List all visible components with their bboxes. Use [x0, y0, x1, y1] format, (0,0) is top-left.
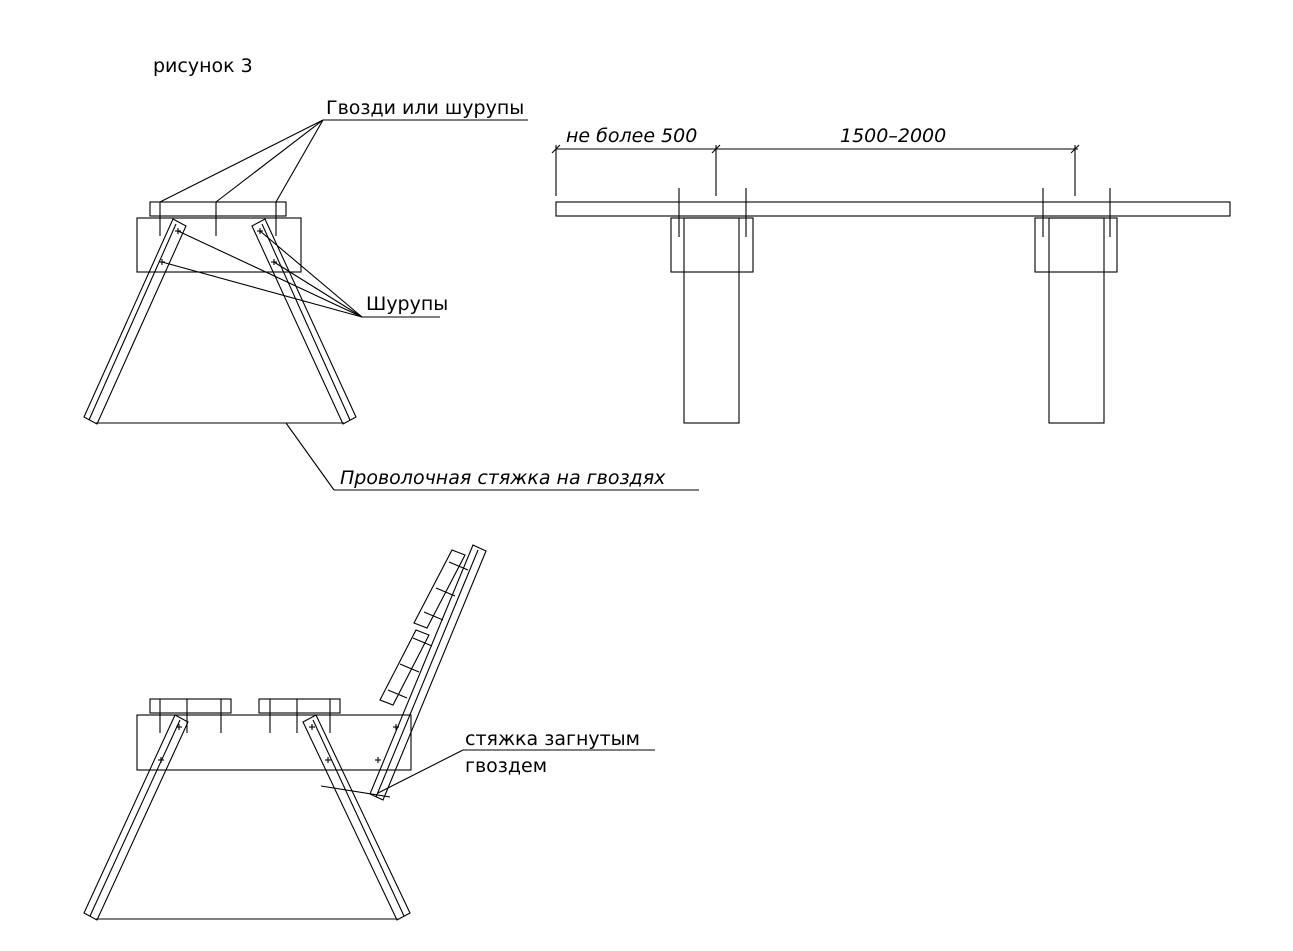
screw-marks-lower: [158, 724, 399, 763]
right-leg: [251, 218, 357, 425]
nails-lower: [159, 699, 331, 733]
side-view-bench-with-backrest: стяжка загнутым гвоздем: [83, 544, 655, 921]
right-crossbar: [1034, 217, 1118, 273]
nails-leaders: [159, 119, 528, 203]
front-view-bench: не более 500 1500–2000: [551, 125, 1231, 424]
crossbar-lower: [136, 714, 412, 771]
left-leg-inner-line: [88, 223, 177, 421]
seat-board-back: [258, 698, 341, 714]
dimension-overhang: не более 500: [566, 125, 697, 147]
bent-nail-leader: [377, 749, 655, 794]
nails: [159, 202, 277, 236]
right-post: [1048, 217, 1105, 424]
bent-nail: [320, 785, 391, 798]
right-leg-inner-line: [261, 223, 351, 421]
label-bent-nail-line2: гвоздем: [465, 755, 547, 777]
backrest-post: [369, 544, 487, 801]
backrest-nail-ticks: [387, 561, 469, 699]
label-wire-tie: Проволочная стяжка на гвоздях: [340, 467, 666, 489]
screws-leaders: [161, 230, 440, 318]
label-nails-or-screws: Гвозди или шурупы: [326, 97, 524, 119]
seat-board: [149, 201, 287, 217]
left-post: [683, 217, 740, 424]
backrest-slat-bottom: [379, 629, 430, 706]
back-leg: [302, 714, 411, 921]
long-seat-board: [555, 201, 1231, 217]
side-view-bench: Гвозди или шурупы Шурупы Проволочная стя…: [83, 97, 699, 491]
left-leg: [83, 218, 187, 425]
dimension-lines: [551, 144, 1080, 196]
seat-board-front: [149, 698, 232, 714]
label-bent-nail-line1: стяжка загнутым: [465, 728, 640, 750]
figure-caption: рисунок 3: [153, 55, 253, 77]
backrest-slat-top: [413, 549, 466, 629]
front-leg: [83, 714, 189, 921]
crossbar: [136, 217, 302, 273]
dimension-span: 1500–2000: [840, 125, 946, 147]
left-crossbar: [670, 217, 754, 273]
label-screws: Шурупы: [366, 293, 448, 315]
wire-tie-leader: [285, 422, 699, 491]
